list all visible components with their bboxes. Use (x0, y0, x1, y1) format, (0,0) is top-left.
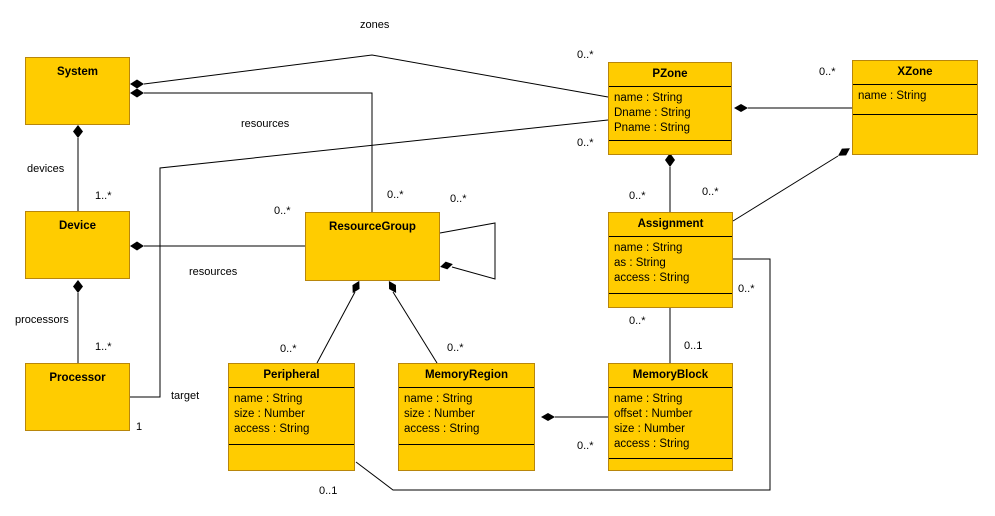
class-title: Device (58, 220, 97, 232)
label-zones-mult: 0..* (577, 49, 594, 61)
attribute: name : String (858, 90, 927, 102)
edge-pzone-processor-target (130, 119, 609, 398)
attribute-compartment: name : String (853, 85, 977, 115)
operations-compartment (609, 459, 732, 470)
class-assignment[interactable]: Assignment name : String as : String acc… (608, 212, 733, 308)
attribute: access : String (404, 423, 480, 435)
edge-system-pzone-zones (143, 54, 609, 98)
operations-compartment (609, 141, 731, 154)
attribute: size : Number (234, 408, 305, 420)
label-rg-self-mult: 0..* (450, 193, 467, 205)
composition-diamond-resourcegroup-self (440, 261, 453, 270)
composition-diamond-system-resources (130, 88, 144, 98)
edge-xzone-assignment (732, 155, 839, 222)
class-resourcegroup[interactable]: ResourceGroup (305, 212, 440, 281)
label-assignment-memoryblock-mult-src: 0..* (629, 315, 646, 327)
composition-diamond-pzone-assignment (665, 153, 675, 167)
composition-diamond-resourcegroup-peripheral (352, 280, 360, 294)
class-system[interactable]: System (25, 57, 130, 125)
attribute: access : String (234, 423, 310, 435)
label-target: target (171, 390, 200, 402)
attribute-compartment: name : String as : String access : Strin… (609, 237, 732, 294)
class-title: MemoryBlock (609, 364, 732, 388)
label-processors-mult: 1..* (95, 341, 112, 353)
class-pzone[interactable]: PZone name : String Dname : String Pname… (608, 62, 732, 155)
class-title: MemoryRegion (399, 364, 534, 388)
label-target-pzone-mult: 0..* (577, 137, 594, 149)
class-xzone[interactable]: XZone name : String (852, 60, 978, 155)
class-title: Processor (49, 372, 106, 384)
class-title: ResourceGroup (329, 221, 416, 233)
composition-diamond-pzone-xzone (734, 104, 748, 112)
label-resources-device: resources (189, 266, 238, 278)
operations-compartment (609, 294, 732, 307)
composition-diamond-system-zones (130, 79, 144, 89)
attribute-compartment: name : String offset : Number size : Num… (609, 388, 732, 459)
attribute-compartment: name : String size : Number access : Str… (229, 388, 354, 445)
attribute-compartment: name : String Dname : String Pname : Str… (609, 87, 731, 141)
attribute: size : Number (614, 423, 685, 435)
composition-diamond-resourcegroup-memoryregion (388, 280, 397, 294)
class-processor[interactable]: Processor (25, 363, 130, 431)
attribute: access : String (614, 438, 690, 450)
attribute: name : String (614, 242, 683, 254)
label-zones: zones (360, 19, 390, 31)
attribute: access : String (614, 272, 690, 284)
label-rg-peripheral-mult: 0..* (280, 343, 297, 355)
operations-compartment (853, 115, 977, 154)
class-memoryblock[interactable]: MemoryBlock name : String offset : Numbe… (608, 363, 733, 471)
composition-diamond-system-device (73, 125, 83, 138)
label-devices-mult: 1..* (95, 190, 112, 202)
composition-diamond-xzone-assignment (838, 148, 850, 156)
class-title: PZone (609, 63, 731, 87)
label-devices: devices (27, 163, 65, 175)
label-pzone-assignment-mult: 0..* (629, 190, 646, 202)
class-device[interactable]: Device (25, 211, 130, 279)
label-pzone-xzone-mult: 0..* (819, 66, 836, 78)
composition-diamond-device-resources (130, 241, 144, 251)
attribute: name : String (404, 393, 473, 405)
composition-diamond-device-processor (73, 280, 83, 293)
class-title: Assignment (609, 213, 732, 237)
composition-diamond-memoryregion-memoryblock (541, 413, 555, 421)
class-peripheral[interactable]: Peripheral name : String size : Number a… (228, 363, 355, 471)
label-resources-system-mult: 0..* (387, 189, 404, 201)
label-memoryregion-memoryblock-mult: 0..* (577, 440, 594, 452)
edge-system-resourcegroup (144, 92, 373, 212)
edge-assignment-peripheral (355, 258, 771, 491)
attribute: name : String (234, 393, 303, 405)
attribute: name : String (614, 393, 683, 405)
edge-resourcegroup-self (439, 222, 496, 280)
attribute: size : Number (404, 408, 475, 420)
class-title: Peripheral (229, 364, 354, 388)
label-assignment-peripheral-mult-tgt: 0..1 (319, 485, 338, 497)
label-resources-device-mult: 0..* (274, 205, 291, 217)
attribute: Dname : String (614, 107, 691, 119)
label-assignment-peripheral-mult-src: 0..* (738, 283, 755, 295)
label-processors: processors (15, 314, 69, 326)
operations-compartment (229, 445, 354, 470)
class-title: XZone (853, 61, 977, 85)
attribute: Pname : String (614, 122, 691, 134)
label-xzone-assignment-mult: 0..* (702, 186, 719, 198)
label-rg-memoryregion-mult: 0..* (447, 342, 464, 354)
label-resources-system: resources (241, 118, 290, 130)
label-assignment-memoryblock-mult-tgt: 0..1 (684, 340, 703, 352)
attribute: offset : Number (614, 408, 693, 420)
attribute: as : String (614, 257, 666, 269)
edge-resourcegroup-memoryregion (392, 291, 438, 364)
label-target-processor-mult: 1 (136, 421, 143, 433)
edge-resourcegroup-peripheral (316, 291, 356, 364)
operations-compartment (399, 445, 534, 470)
class-title: System (57, 66, 98, 78)
attribute-compartment: name : String size : Number access : Str… (399, 388, 534, 445)
attribute: name : String (614, 92, 683, 104)
class-memoryregion[interactable]: MemoryRegion name : String size : Number… (398, 363, 535, 471)
